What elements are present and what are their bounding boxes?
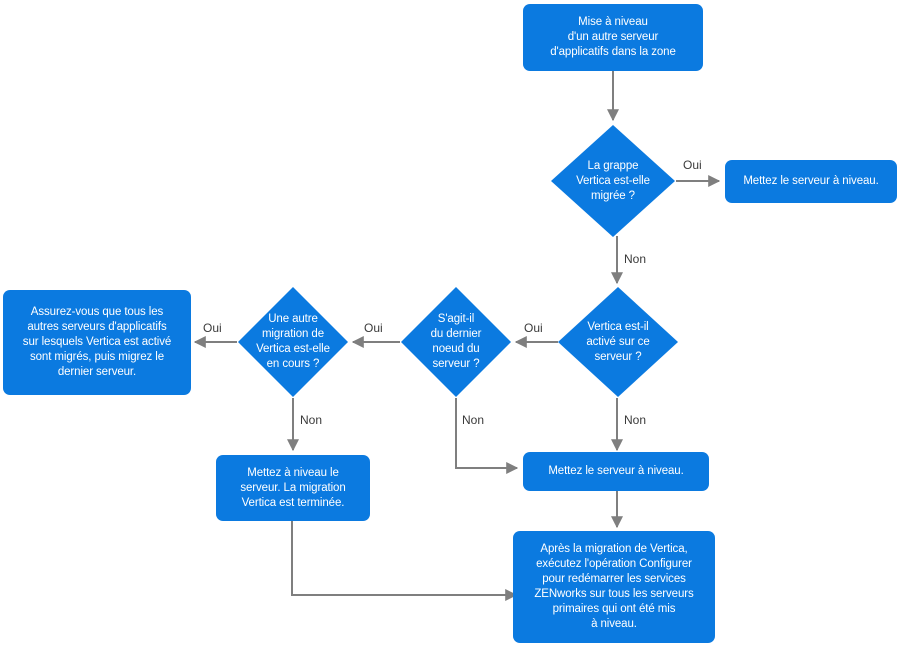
- node-post-migration-configure[interactable]: Après la migration de Vertica, exécutez …: [513, 531, 715, 643]
- edge-label-othermigration-no: Non: [300, 413, 323, 427]
- edge-migrationdone-to-postmigration: [291, 521, 518, 601]
- node-decision-other-migration[interactable]: Une autre migration de Vertica est-elle …: [238, 287, 348, 397]
- edge-label-cluster-no: Non: [624, 252, 647, 266]
- node-decision-cluster-migrated-label: La grappe Vertica est-elle migrée ?: [576, 159, 650, 202]
- node-ensure-all-migrated[interactable]: Assurez-vous que tous les autres serveur…: [3, 290, 191, 395]
- node-start-label: Mise à niveau d'un autre serveur d'appli…: [550, 16, 676, 58]
- node-upgrade-server-migration-done-label: Mettez à niveau le serveur. La migration…: [240, 466, 346, 509]
- node-decision-cluster-migrated[interactable]: La grappe Vertica est-elle migrée ?: [551, 125, 675, 237]
- diamond-shape-icon: [238, 287, 348, 397]
- node-decision-vertica-enabled[interactable]: Vertica est-il activé sur ce serveur ?: [558, 287, 678, 397]
- edge-label-othermigration-yes: Oui: [203, 321, 222, 335]
- node-decision-vertica-enabled-label: Vertica est-il activé sur ce serveur ?: [586, 320, 650, 363]
- diamond-shape-icon: [558, 287, 678, 397]
- node-upgrade-server-top-label: Mettez le serveur à niveau.: [743, 175, 879, 187]
- diamond-shape-icon: [551, 125, 675, 237]
- node-post-migration-configure-label: Après la migration de Vertica, exécutez …: [534, 543, 694, 630]
- node-upgrade-server-middle[interactable]: Mettez le serveur à niveau.: [523, 452, 709, 491]
- diamond-shape-icon: [401, 287, 511, 397]
- edge-lastnode-no: [455, 398, 519, 474]
- edge-label-lastnode-yes: Oui: [364, 321, 383, 335]
- edge-label-vertica-no: Non: [624, 413, 647, 427]
- edge-label-cluster-yes: Oui: [683, 158, 702, 172]
- edge-label-lastnode-no: Non: [462, 413, 485, 427]
- node-decision-last-node-label: S'agit-il du dernier noeud du serveur ?: [430, 313, 482, 370]
- node-ensure-all-migrated-label: Assurez-vous que tous les autres serveur…: [22, 306, 172, 378]
- node-upgrade-server-middle-label: Mettez le serveur à niveau.: [548, 465, 684, 477]
- edge-label-vertica-yes: Oui: [524, 321, 543, 335]
- node-decision-other-migration-label: Une autre migration de Vertica est-elle …: [256, 313, 330, 370]
- node-upgrade-server-top[interactable]: Mettez le serveur à niveau.: [725, 160, 897, 203]
- node-start[interactable]: Mise à niveau d'un autre serveur d'appli…: [523, 4, 703, 71]
- node-upgrade-server-migration-done[interactable]: Mettez à niveau le serveur. La migration…: [216, 455, 370, 521]
- node-decision-last-node[interactable]: S'agit-il du dernier noeud du serveur ?: [401, 287, 511, 397]
